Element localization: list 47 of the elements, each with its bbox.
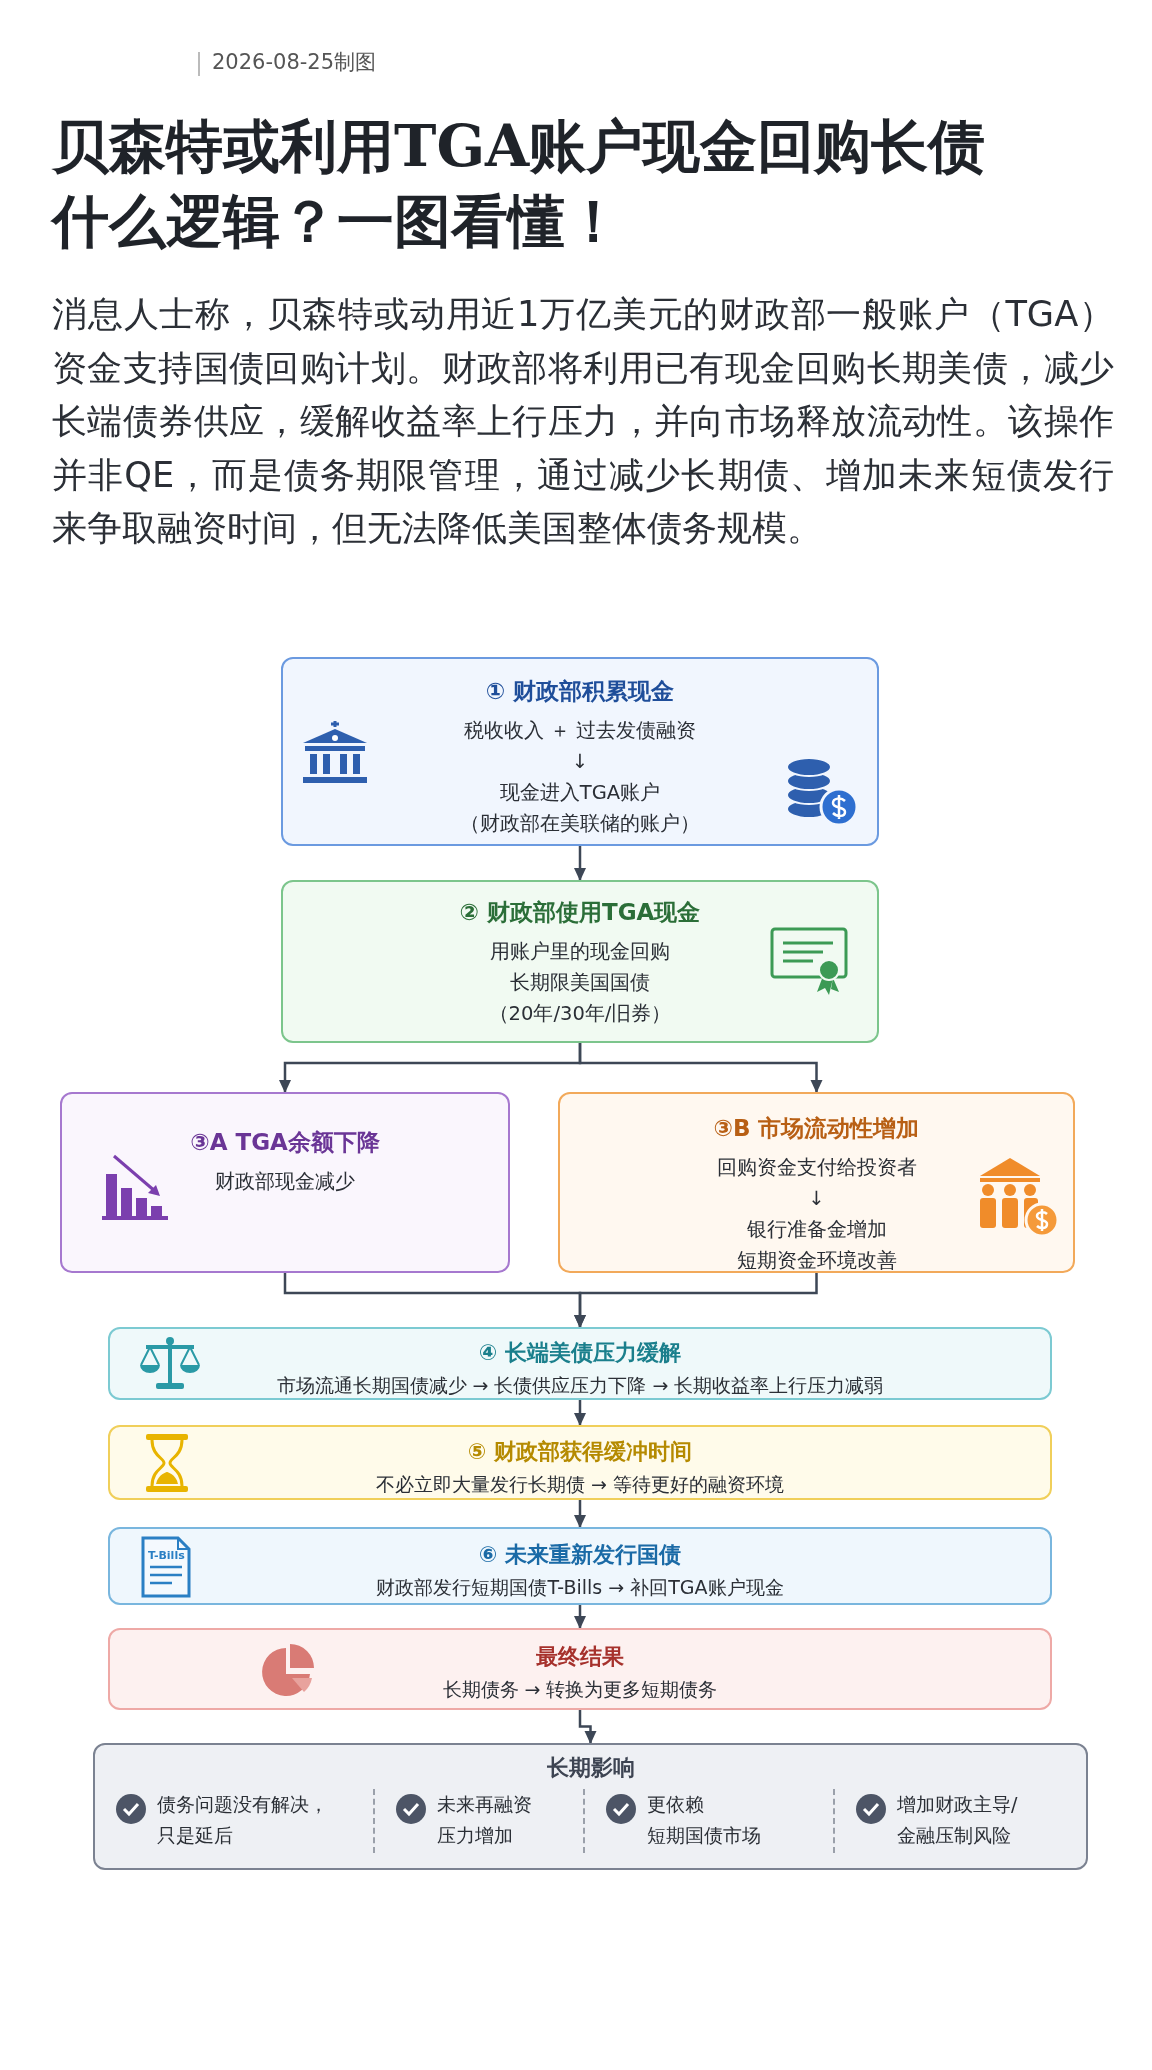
process-box — [281, 880, 879, 1043]
box-text: 银行准备金增加短期资金环境改善 — [736, 1217, 897, 1274]
arrow — [574, 846, 586, 881]
icon-label: T-Bills — [148, 1549, 185, 1562]
box-heading: ③B 市场流动性增加 — [713, 1114, 920, 1143]
arrow — [578, 1043, 823, 1093]
process-box — [108, 1527, 1052, 1605]
arrow — [574, 1500, 586, 1528]
box-heading: ⑤ 财政部获得缓冲时间 — [467, 1438, 693, 1466]
box-text: 市场流通长期国债减少 → 长债供应压力下降 → 长期收益率上行压力减弱 — [276, 1373, 884, 1398]
impact-text: 债务问题没有解决，只是延后 — [157, 1792, 328, 1848]
box-text: 财政部发行短期国债T-Bills → 补回TGA账户现金 — [376, 1575, 784, 1600]
process-box — [60, 1092, 510, 1273]
box-text: 不必立即大量发行长期债 → 等待更好的融资环境 — [376, 1472, 784, 1497]
box-heading: ④ 长端美债压力缓解 — [478, 1339, 682, 1367]
box-text: （20年/30年/旧券） — [488, 1001, 672, 1027]
arrow — [578, 1710, 597, 1744]
box-heading: ② 财政部使用TGA现金 — [459, 898, 701, 927]
box-text: 长期债务 → 转换为更多短期债务 — [442, 1677, 718, 1702]
down-arrow-text: ↓ — [808, 1186, 825, 1212]
box-heading: 长期影响 — [545, 1754, 636, 1782]
process-box — [558, 1092, 1075, 1273]
box-text: 用账户里的现金回购长期限美国国债 — [490, 939, 670, 996]
impact-text: 未来再融资压力增加 — [437, 1792, 532, 1848]
impact-text: 更依赖短期国债市场 — [647, 1792, 761, 1848]
arrow — [574, 1273, 818, 1328]
box-text: （财政部在美联储的账户） — [460, 811, 700, 837]
process-box — [108, 1628, 1052, 1710]
process-box — [108, 1425, 1052, 1500]
box-text: 财政部现金减少 — [215, 1169, 355, 1195]
process-box — [281, 657, 879, 846]
box-heading: ⑥ 未来重新发行国债 — [478, 1541, 682, 1569]
arrow — [574, 1400, 586, 1426]
title: 贝森特或利用TGA账户现金回购长债什么逻辑？一图看懂！ — [52, 111, 987, 256]
box-heading: 最终结果 — [536, 1643, 624, 1671]
box-text: 税收收入 ＋ 过去发债融资 — [463, 718, 697, 744]
box-text: 现金进入TGA账户 — [499, 780, 661, 806]
process-box — [108, 1327, 1052, 1400]
box-heading: ③A TGA余额下降 — [190, 1128, 380, 1157]
down-arrow-text: ↓ — [571, 749, 589, 775]
date-text: 2026-08-25制图 — [212, 49, 377, 76]
arrow — [574, 1605, 586, 1629]
box-text: 回购资金支付给投资者 — [716, 1155, 917, 1181]
process-box — [93, 1743, 1088, 1870]
impact-text: 增加财政主导/金融压制风险 — [897, 1792, 1018, 1848]
box-heading: ① 财政部积累现金 — [485, 677, 675, 706]
intro-paragraph: 消息人士称，贝森特或动用近1万亿美元的财政部一般账户（TGA）资金支持国债回购计划。财政部将利用已有现金回购长期美债，减少长端债券供应，缓解收益率上行压力，并向市场释放流动性。该操作并非QE，而是债务期限管理，通过减少长期债、增加未来短债发行来争取融资时间，但无法降低美国整体债务规模。 — [52, 292, 1114, 550]
